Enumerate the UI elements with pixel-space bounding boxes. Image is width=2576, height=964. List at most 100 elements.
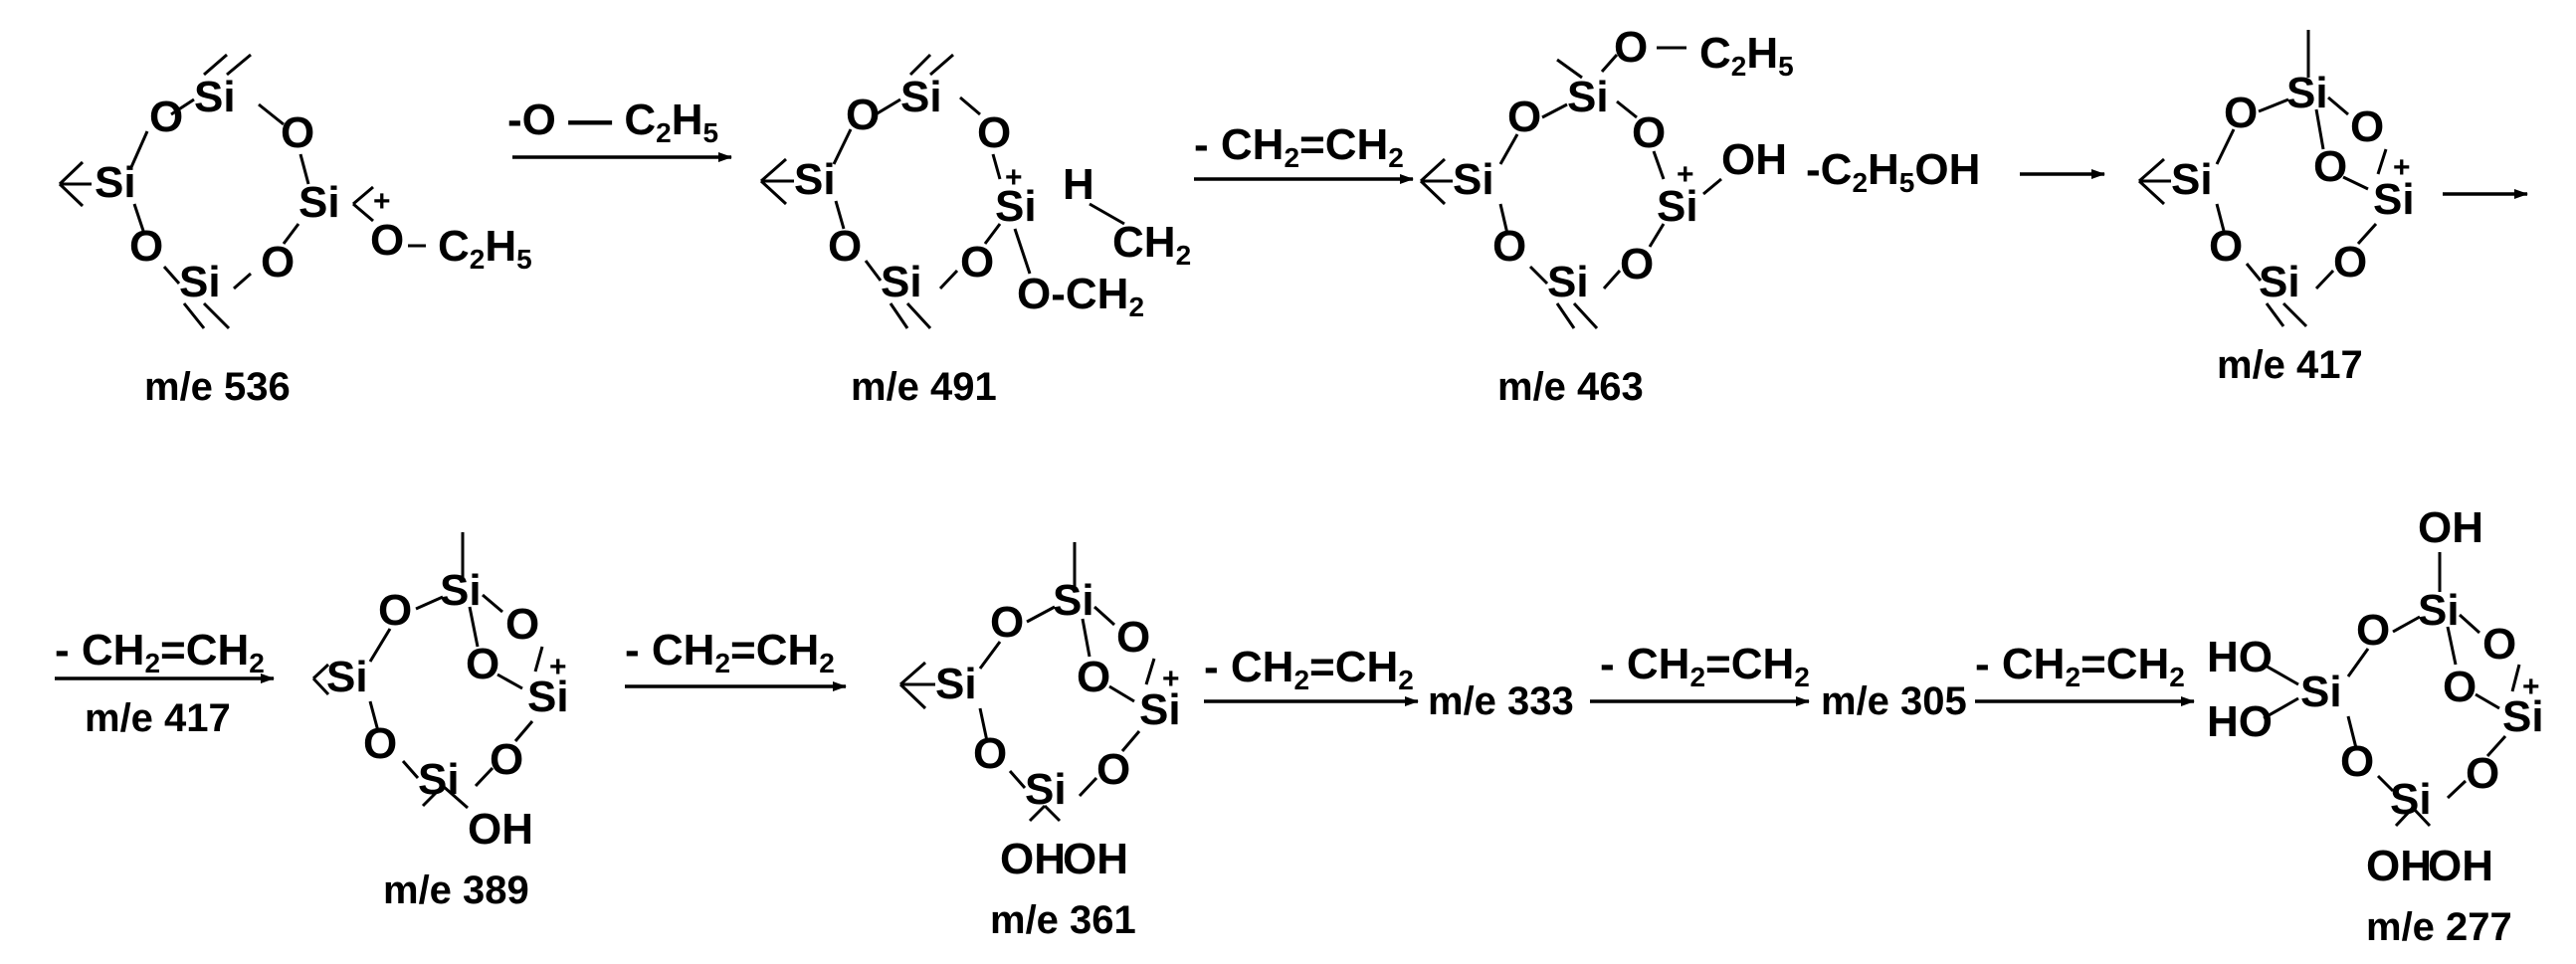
structure-m536: Si O O Si Si O O Si + O C2H5 (58, 53, 532, 330)
label-m333: m/e 333 (1428, 679, 1574, 723)
arrow-1: -O — C2H5 (507, 96, 732, 162)
si-right: Si (1657, 182, 1698, 231)
si-bottom: Si (179, 258, 221, 306)
o-br: O (960, 238, 994, 287)
plus: + (2522, 671, 2540, 703)
label-m417-a: m/e 417 (2217, 343, 2363, 387)
structure-m417: Si O O O Si Si + O O Si (2137, 30, 2528, 328)
si-left: Si (935, 660, 977, 708)
si-bottom: Si (1547, 258, 1589, 306)
reagent-ethylene: - CH2=CH2 (1975, 640, 2185, 692)
label-m536: m/e 536 (144, 365, 291, 409)
plus: + (1162, 663, 1180, 695)
si-right: Si (527, 673, 569, 721)
si-right: Si (298, 178, 340, 227)
oh-left: OH (1000, 835, 1066, 883)
o-tr: O (281, 108, 314, 157)
o-tr: O (1632, 108, 1666, 157)
label-m417-b: m/e 417 (85, 696, 231, 740)
o-tr: O (977, 108, 1011, 157)
plus: + (1677, 158, 1694, 191)
si-top: Si (194, 73, 236, 121)
o-bl: O (129, 222, 163, 271)
o-tr: O (2482, 620, 2516, 669)
si-top: Si (2286, 69, 2328, 117)
plus: + (2393, 151, 2411, 184)
o-bl: O (2209, 222, 2243, 271)
si-top: Si (900, 73, 942, 121)
o-br: O (2333, 238, 2367, 287)
arrow-7: - CH2=CH2 (1590, 640, 1810, 706)
si-bottom: Si (2390, 775, 2432, 824)
reagent-ethylene: - CH2=CH2 (1194, 120, 1404, 173)
si-bottom: Si (2259, 258, 2300, 306)
arrow-8: - CH2=CH2 (1975, 640, 2195, 706)
si-left: Si (2171, 155, 2213, 204)
structure-m389: Si O O O Si Si + O O Si OH (311, 532, 569, 854)
oh: OH (1721, 135, 1787, 184)
o-ethoxy: O (1614, 23, 1648, 72)
arrow-5: - CH2=CH2 (625, 626, 847, 691)
structure-m463: O C2H5 Si O O Si Si + OH O O Si (1419, 23, 1794, 330)
o-bl: O (363, 719, 397, 768)
reagent-ethylene: - CH2=CH2 (55, 626, 265, 678)
o-tr: O (2350, 102, 2384, 151)
si-bottom: Si (881, 258, 922, 306)
h-atom: H (1063, 160, 1094, 209)
o-tl: O (990, 598, 1024, 647)
arrow-6: - CH2=CH2 (1204, 643, 1419, 706)
si-left: Si (1453, 155, 1494, 204)
o-br: O (1096, 745, 1130, 794)
ho-lower: HO (2207, 697, 2273, 746)
o-inner: O (466, 640, 499, 688)
plus: + (373, 185, 391, 218)
o-tl: O (149, 93, 183, 141)
si-top: Si (2418, 586, 2460, 635)
si-bottom: Si (418, 755, 460, 804)
si-right: Si (1139, 685, 1181, 734)
reagent-ethanol: -C2H5OH (1806, 145, 1980, 198)
o-tl: O (378, 586, 412, 635)
o-inner: O (2443, 663, 2477, 711)
si-left: Si (794, 155, 836, 204)
oh-top: OH (2418, 503, 2483, 552)
o-ch2: O-CH2 (1017, 270, 1144, 322)
o-tl: O (2224, 89, 2258, 137)
o-inner: O (2313, 142, 2347, 191)
o-tl: O (846, 91, 880, 139)
si-right: Si (995, 182, 1037, 231)
si-right: Si (2502, 692, 2544, 741)
si-left: Si (326, 653, 368, 701)
oh-left: OH (2366, 842, 2432, 890)
reagent-ethoxy: -O — C2H5 (507, 96, 718, 148)
plus: + (1005, 161, 1023, 194)
o-br: O (490, 735, 523, 784)
si-left: Si (2300, 668, 2342, 716)
c2h5: C2H5 (1699, 29, 1794, 82)
o-inner: O (1077, 653, 1110, 701)
si-right: Si (2373, 175, 2415, 224)
o-br: O (2466, 749, 2499, 798)
o-bl: O (2340, 737, 2374, 786)
plus: + (549, 651, 567, 683)
o-ether: O (370, 216, 404, 265)
o-tr: O (1116, 613, 1150, 662)
label-m277: m/e 277 (2366, 905, 2512, 949)
o-tr: O (505, 600, 539, 649)
o-br: O (1620, 240, 1654, 289)
o-bl: O (828, 222, 862, 271)
reagent-ethylene: - CH2=CH2 (1204, 643, 1414, 695)
o-br: O (261, 238, 295, 287)
o-bl: O (973, 729, 1007, 778)
c2h5: C2H5 (438, 222, 532, 275)
si-bottom: Si (1025, 765, 1067, 814)
reagent-ethylene: - CH2=CH2 (1600, 640, 1810, 692)
arrow-4: - CH2=CH2 m/e 417 (55, 626, 275, 740)
o-tl: O (2356, 606, 2390, 655)
arrow-3: -C2H5OH (1806, 145, 2105, 198)
ho-upper: HO (2207, 633, 2273, 681)
si-top: Si (440, 566, 482, 615)
si-top: Si (1053, 576, 1094, 625)
ch2-top: CH2 (1112, 218, 1191, 271)
